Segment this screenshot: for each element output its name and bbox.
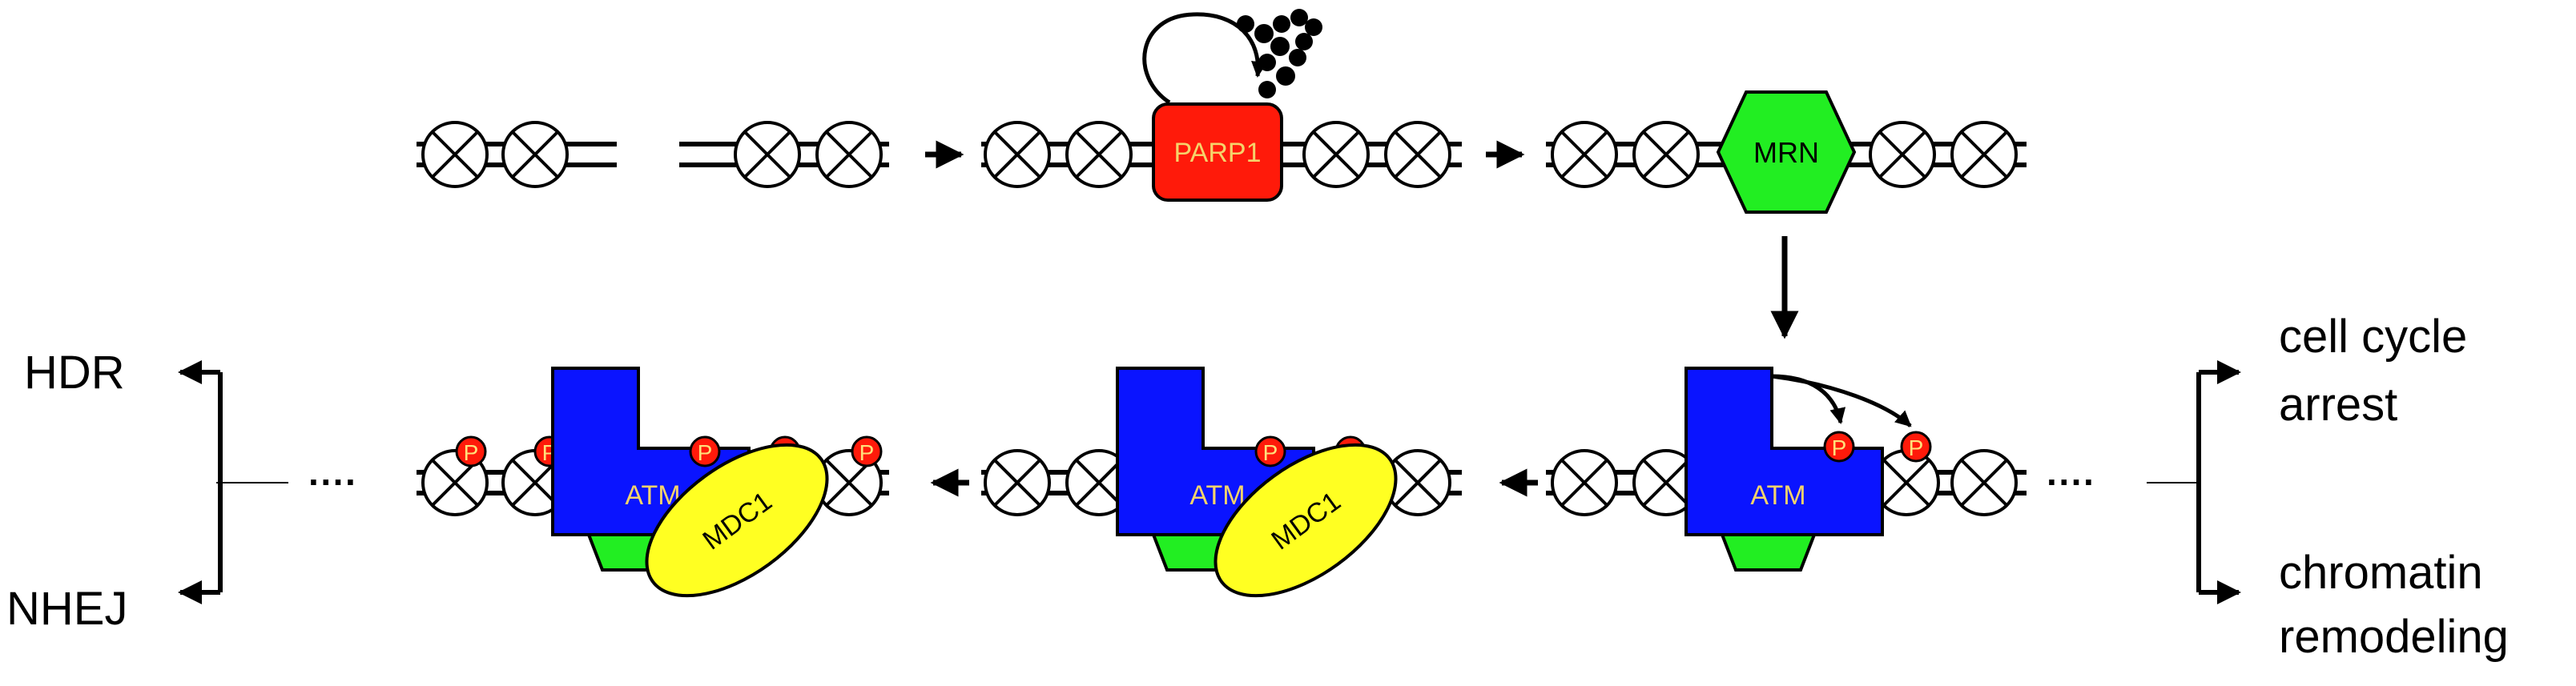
nucleosome-icon (421, 121, 489, 188)
svg-text:P: P (698, 440, 713, 465)
phospho-site: P (689, 435, 721, 467)
nucleosome-icon (1065, 121, 1133, 188)
nucleosome-icon (1551, 449, 1618, 516)
svg-text:P: P (1909, 435, 1924, 460)
stage-broken-dna (417, 121, 889, 188)
chromatin-remodeling-label: chromatin remodeling (2279, 547, 2509, 663)
svg-text:P: P (859, 440, 875, 465)
stage-amplification: P P ATM P P P MDC1 (417, 367, 889, 598)
stage-parp1: PARP1 (981, 9, 1462, 202)
stage-mdc1: ATM P P MDC1 (981, 367, 1462, 598)
nucleosome-icon (1551, 121, 1618, 188)
phospho-site: P (455, 435, 487, 467)
atm-kinase (1684, 367, 1884, 536)
auto-parylation-loop-arrow (1142, 12, 1267, 105)
stage-mrn: MRN (1546, 90, 2027, 214)
atm-green-base (1720, 533, 1817, 572)
ellipsis-right: ···· (2047, 461, 2095, 503)
parp1-label: PARP1 (1174, 138, 1262, 168)
phospho-site: P (1823, 431, 1855, 463)
nucleosome-icon (1950, 121, 2018, 188)
nucleosome-icon (984, 121, 1051, 188)
stage-atm-activation: ATM P P (1546, 367, 2027, 572)
mdc1-protein (1214, 443, 1398, 598)
svg-text:P: P (1263, 440, 1278, 465)
nucleosome-icon (1302, 121, 1370, 188)
right-outcome-bracket (2147, 360, 2241, 604)
mrn-complex (1716, 90, 1857, 214)
nucleosome-icon (1632, 121, 1700, 188)
phospho-site: P (1900, 431, 1932, 463)
nucleosome-icon (501, 121, 569, 188)
atm-label: ATM (1189, 480, 1245, 511)
ellipsis-left: ···· (308, 461, 357, 503)
nucleosome-icon (1869, 121, 1936, 188)
left-outcome-bracket (178, 360, 288, 604)
phosphorylation-arrow (1771, 374, 1912, 427)
svg-text:P: P (1832, 435, 1847, 460)
svg-text:P: P (464, 440, 479, 465)
nucleosome-icon (1950, 449, 2018, 516)
nucleosome-icon (984, 449, 1051, 516)
poly-adp-ribose-chain (1237, 9, 1322, 98)
atm-label: ATM (1750, 480, 1805, 511)
phospho-site: P (851, 435, 883, 467)
cell-cycle-arrest-label: cell cycle arrest (2279, 311, 2480, 431)
nucleosome-icon (734, 121, 801, 188)
nhej-label: NHEJ (6, 583, 127, 635)
phospho-site: P (1254, 435, 1286, 467)
hdr-label: HDR (24, 347, 125, 399)
mdc1-protein (645, 443, 829, 598)
mrn-label: MRN (1753, 136, 1819, 169)
parp1-protein (1152, 102, 1283, 202)
nucleosome-icon (815, 121, 883, 188)
nucleosome-icon (1384, 121, 1451, 188)
